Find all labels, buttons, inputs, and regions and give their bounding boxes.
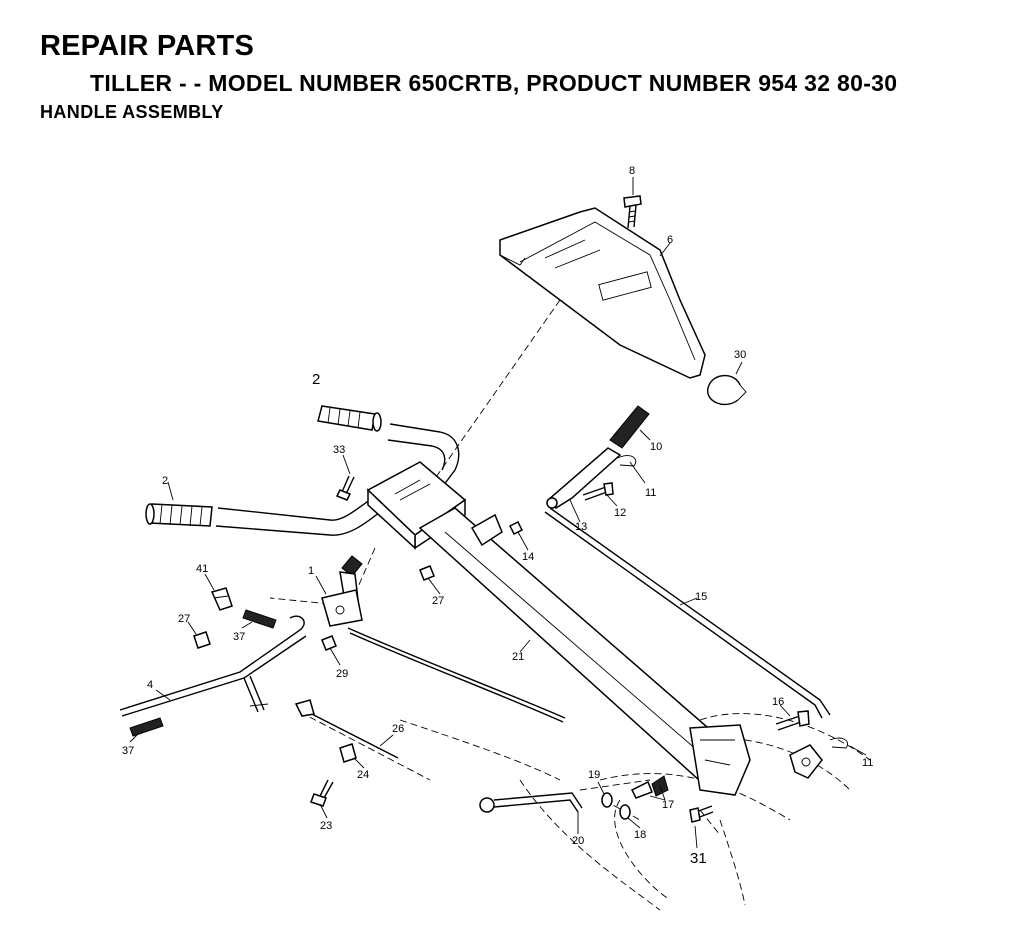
washer-27a xyxy=(193,631,211,649)
callout-1: 1 xyxy=(308,565,314,577)
callout-10: 10 xyxy=(650,441,662,453)
callout-11-upper: 11 xyxy=(645,487,656,499)
bolt-31 xyxy=(689,805,714,823)
callout-19: 19 xyxy=(588,769,600,781)
cable-26 xyxy=(294,699,399,759)
handle-tube-21 xyxy=(418,507,751,796)
bolt-16 xyxy=(775,710,810,731)
clip-41 xyxy=(210,587,233,611)
depth-rod-20 xyxy=(479,792,583,813)
shift-bracket xyxy=(789,744,823,779)
callout-27-right: 27 xyxy=(432,595,444,607)
alignment-lines xyxy=(269,299,721,836)
callout-labels: 8 6 30 2 10 33 2 11 12 13 14 41 1 15 27 … xyxy=(122,165,873,867)
hairpin-11b xyxy=(829,737,848,749)
callout-26: 26 xyxy=(392,723,404,735)
callout-13: 13 xyxy=(575,521,587,533)
callout-12: 12 xyxy=(614,507,626,519)
bolt-23 xyxy=(310,779,334,807)
callout-29: 29 xyxy=(336,668,348,680)
callout-2-upper: 2 xyxy=(312,371,320,388)
washer-18 xyxy=(619,804,631,820)
clutch-cable xyxy=(347,627,566,723)
callout-8: 8 xyxy=(629,165,635,177)
callout-21: 21 xyxy=(512,651,524,663)
callout-6: 6 xyxy=(667,234,673,246)
cable-clip-24 xyxy=(339,743,357,763)
callout-4: 4 xyxy=(147,679,153,691)
tiller-body-outline xyxy=(399,713,871,911)
handle-panel-cover xyxy=(499,207,706,379)
tube-bracket xyxy=(470,513,503,547)
callout-16: 16 xyxy=(772,696,784,708)
callout-30: 30 xyxy=(734,349,746,361)
callout-23: 23 xyxy=(320,820,332,832)
control-bail-4 xyxy=(119,615,307,717)
grip-37b xyxy=(129,717,164,737)
page-title: REPAIR PARTS xyxy=(40,30,255,62)
callout-33: 33 xyxy=(333,444,345,456)
callout-41: 41 xyxy=(196,563,208,575)
washer-29 xyxy=(321,635,337,651)
washer-19 xyxy=(601,792,613,808)
callout-18: 18 xyxy=(634,829,646,841)
bolt-8 xyxy=(623,195,642,229)
callout-15: 15 xyxy=(695,591,707,603)
callout-2-lower: 2 xyxy=(162,475,168,487)
section-title: HANDLE ASSEMBLY xyxy=(40,102,224,122)
upper-grip-2 xyxy=(317,405,382,432)
shift-lever-13 xyxy=(546,447,622,509)
callout-11-lower: 11 xyxy=(862,757,873,769)
lower-grip-2 xyxy=(145,503,213,527)
callout-24: 24 xyxy=(357,769,369,781)
nut-14 xyxy=(508,520,524,536)
callout-31: 31 xyxy=(690,850,707,867)
hairpin-11a xyxy=(617,455,637,467)
shift-lever-grip-10 xyxy=(609,405,650,449)
grip-37a xyxy=(242,609,277,629)
washer-27b xyxy=(419,565,435,581)
callout-20: 20 xyxy=(572,835,584,847)
leader-lines xyxy=(129,177,867,849)
retaining-ring-30 xyxy=(707,374,747,406)
bracket-17 xyxy=(630,775,669,799)
callout-37-upper: 37 xyxy=(233,631,245,643)
callout-37-lower: 37 xyxy=(122,745,134,757)
callout-27-left: 27 xyxy=(178,613,190,625)
bolt-33 xyxy=(335,475,355,501)
bolt-12 xyxy=(582,482,614,501)
callout-17: 17 xyxy=(662,799,674,811)
model-subtitle: TILLER - - MODEL NUMBER 650CRTB, PRODUCT… xyxy=(90,70,898,96)
clutch-lever-1 xyxy=(321,555,363,627)
shift-rod-15 xyxy=(544,507,831,719)
callout-14: 14 xyxy=(522,551,534,563)
